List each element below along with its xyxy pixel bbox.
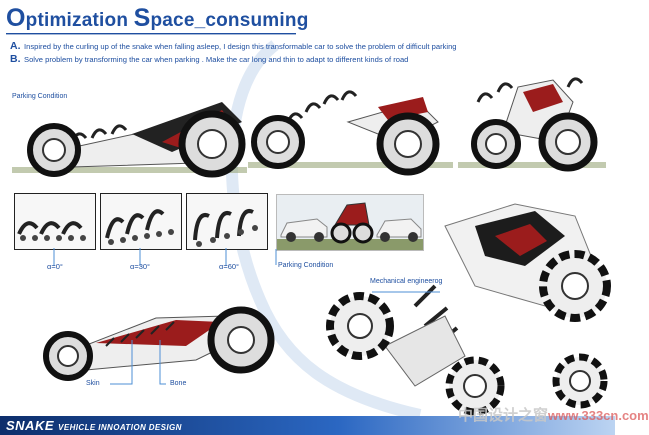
car-render-curling xyxy=(248,90,453,176)
angle-callout-lines xyxy=(53,248,227,266)
title-underline xyxy=(6,33,296,35)
poster-page: Optimization Space_consuming A.Inspired … xyxy=(0,4,649,435)
parking-scene-image xyxy=(277,202,423,250)
car-render-mechanical xyxy=(326,203,611,416)
parking-callout-line xyxy=(275,249,277,265)
bone-label: Bone xyxy=(170,380,187,387)
car-render-skin-bone xyxy=(43,306,275,381)
mechanism-icon-60 xyxy=(193,209,258,247)
angle-panel-30 xyxy=(100,193,182,250)
watermark: 中国设计之窗www.333cn.com xyxy=(458,407,649,424)
footer-bar xyxy=(0,416,615,435)
parking-condition-label-top: Parking Condition xyxy=(12,93,68,100)
car-render-parked xyxy=(458,77,606,172)
page-title: Optimization Space_consuming xyxy=(6,4,309,32)
mechanical-callout-line xyxy=(372,291,440,293)
parking-condition-label-mid: Parking Condition xyxy=(278,262,334,269)
background-curve xyxy=(225,40,422,421)
mechanism-icon-30 xyxy=(105,209,174,245)
angle-label-60: α=60° xyxy=(219,262,240,271)
parking-scene-panel xyxy=(276,194,424,251)
point-a: A.Inspired by the curling up of the snak… xyxy=(10,40,457,52)
skin-bone-callout-lines xyxy=(110,340,166,385)
angle-panel-60 xyxy=(186,193,268,250)
mechanical-label: Mechanical engineerog xyxy=(370,278,443,285)
footer-title: SNAKE VEHICLE INNOATION DESIGN xyxy=(6,418,182,433)
mechanism-icon-0 xyxy=(17,221,86,241)
point-b: B.Solve problem by transforming the car … xyxy=(10,53,409,65)
car-render-stretched xyxy=(12,102,247,178)
angle-label-0: α=0° xyxy=(47,262,63,271)
angle-panel-0 xyxy=(14,193,96,250)
angle-label-30: α=30° xyxy=(130,262,151,271)
skin-label: Skin xyxy=(86,380,100,387)
